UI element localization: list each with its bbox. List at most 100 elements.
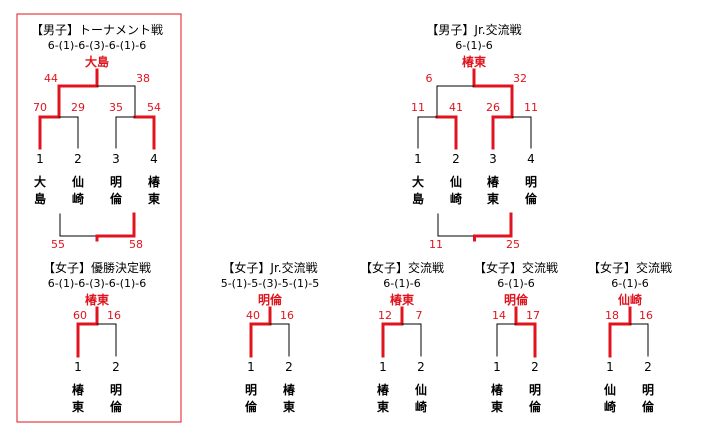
team-name-char: 東 [487,191,499,206]
team-name-char: 椿 [491,382,504,397]
seed-number: 2 [112,360,120,374]
semi-score: 41 [449,101,463,114]
team-name-char: 明 [110,383,122,397]
winner-label: 明倫 [258,292,283,307]
score-left: 12 [378,309,392,322]
team-name-char: 椿 [72,382,85,397]
team-name-char: 椿 [377,382,390,397]
team-name-char: 東 [377,399,389,414]
winner-label: 明倫 [504,292,529,307]
seed-number: 2 [285,360,293,374]
score-left: 60 [73,309,87,322]
seed-number: 2 [452,152,460,166]
final-score-right: 38 [136,72,150,85]
team-name-char: 椿 [283,382,296,397]
bracket-girls-exchange-3: 【女子】交流戦 6-(1)-6 仙崎 18 16 1 仙崎 2 明倫 [588,260,672,414]
bracket-title: 【女子】交流戦 [588,260,672,275]
semi-score: 29 [71,101,85,114]
team-name-char: 倫 [529,399,542,414]
score-line: 6-(1)-6-(3)-6-(1)-6 [48,39,147,52]
final-score-left: 6 [426,72,433,85]
team-name-char: 倫 [110,191,123,206]
team-name-char: 東 [283,399,295,414]
winner-label: 椿東 [390,292,414,307]
final-score-left: 44 [44,72,58,85]
team-name-char: 崎 [450,191,462,206]
team-name-char: 大 [34,174,46,189]
score-left: 40 [246,309,260,322]
semi-score: 35 [109,101,123,114]
team-name-char: 明 [245,383,257,397]
bracket-title: 【男子】Jr.交流戦 [426,22,521,37]
semi-score: 70 [33,101,47,114]
score-line: 5-(1)-5-(3)-5-(1)-5 [221,277,320,290]
bracket-title: 【女子】交流戦 [474,260,558,275]
score-line: 6-(1)-6 [383,277,421,290]
winner-label: 椿東 [85,292,109,307]
team-name-char: 仙 [604,382,616,397]
team-name-char: 倫 [525,191,538,206]
team-name-char: 島 [412,191,424,206]
bracket-title: 【男子】トーナメント戦 [31,23,163,37]
final-score-right: 32 [513,72,527,85]
team-name-char: 明 [110,175,122,189]
team-name-char: 仙 [72,174,84,189]
semi-score: 54 [147,101,161,114]
score-line: 6-(1)-6 [611,277,649,290]
third-score-left: 11 [429,238,443,251]
team-name-char: 仙 [415,382,427,397]
seed-number: 3 [112,152,120,166]
bracket-boys-tournament: 【男子】トーナメント戦 6-(1)-6-(3)-6-(1)-6 大島 44 38 70 29… [31,23,163,251]
seed-number: 1 [247,360,255,374]
score-left: 14 [492,309,506,322]
team-name-char: 崎 [604,399,616,414]
score-line: 6-(1)-6 [455,39,493,52]
team-name-char: 倫 [642,399,655,414]
winner-label: 椿東 [462,54,486,69]
team-name-char: 大 [412,174,424,189]
third-score-right: 58 [129,238,143,251]
seed-number: 3 [489,152,497,166]
seed-number: 1 [414,152,422,166]
score-right: 16 [107,309,121,322]
team-name-char: 明 [529,383,541,397]
score-right: 17 [526,309,540,322]
team-name-char: 明 [642,383,654,397]
team-name-char: 崎 [415,399,427,414]
score-right: 16 [639,309,653,322]
third-score-right: 25 [506,238,520,251]
seed-number: 4 [150,152,158,166]
team-name-char: 明 [525,175,537,189]
seed-number: 2 [644,360,652,374]
winner-label: 仙崎 [618,292,642,307]
team-name-char: 島 [34,191,46,206]
seed-number: 4 [527,152,535,166]
highlight-frame [16,13,182,423]
team-name-char: 椿 [487,174,500,189]
bracket-title: 【女子】交流戦 [360,260,444,275]
team-name-char: 東 [72,399,84,414]
seed-number: 1 [493,360,501,374]
team-name-char: 椿 [148,174,161,189]
seed-number: 1 [606,360,614,374]
score-line: 6-(1)-6-(3)-6-(1)-6 [48,277,147,290]
third-score-left: 55 [51,238,65,251]
team-name-char: 東 [491,399,503,414]
team-name-char: 倫 [245,399,258,414]
winner-label: 大島 [85,54,109,69]
team-name-char: 崎 [72,191,84,206]
score-line: 6-(1)-6 [497,277,535,290]
semi-score: 11 [524,101,538,114]
score-left: 18 [605,309,619,322]
semi-score: 11 [411,101,425,114]
bracket-title: 【女子】Jr.交流戦 [222,260,317,275]
semi-score: 26 [486,101,500,114]
bracket-title: 【女子】優勝決定戦 [43,260,151,275]
